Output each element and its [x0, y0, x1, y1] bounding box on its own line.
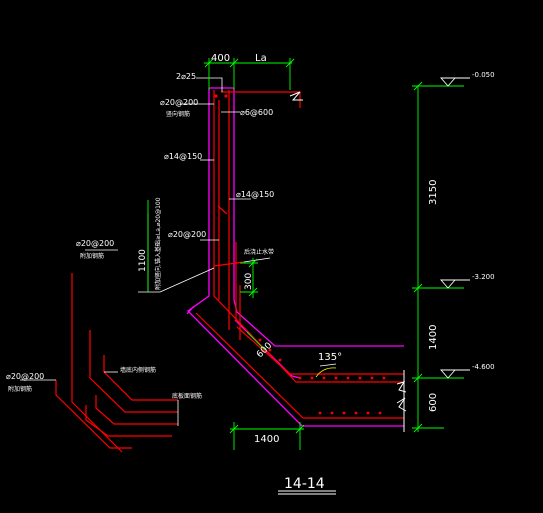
title-underline — [278, 490, 336, 495]
elevation-markers — [440, 77, 470, 379]
chamfer-edge — [186, 305, 195, 315]
label-d20-200-top: ⌀20@200 — [160, 98, 198, 107]
side-detail-bar-5 — [95, 395, 178, 425]
leader-2d25 — [196, 77, 223, 92]
rebar-lines — [55, 90, 404, 453]
dim-600-right: 600 — [428, 393, 439, 412]
label-d6-600: ⌀6@600 — [240, 108, 273, 117]
dim-1400-bottom: 1400 — [254, 434, 279, 445]
bend-mark — [217, 205, 228, 215]
label-d20-top-note: 竖向钢筋 — [166, 110, 190, 118]
dim-1100: 1100 — [138, 249, 148, 272]
angle-label: 135° — [318, 352, 342, 363]
label-d14-150-left: ⌀14@150 — [164, 152, 202, 161]
label-d20-side-note: 附加钢筋 — [80, 252, 104, 260]
side-detail-bar-4 — [103, 355, 178, 401]
texts: 400 La 2⌀25 ⌀20@200 竖向钢筋 ⌀6@600 ⌀14@150 … — [6, 53, 495, 492]
inner-return-rebar — [236, 326, 404, 375]
label-d20-200-side: ⌀20@200 — [76, 239, 114, 248]
side-detail-bar-3 — [89, 330, 178, 413]
dim-1400-right: 1400 — [428, 325, 439, 350]
rebar-dots — [214, 94, 386, 415]
leaders — [20, 77, 337, 426]
label-slab: 后浇止水带 — [244, 248, 274, 256]
drawing-title: 14-14 — [284, 476, 325, 492]
leader-slab — [243, 257, 271, 263]
angle-arc-leader — [319, 363, 337, 367]
dim-3150: 3150 — [428, 180, 439, 205]
slab-leader-line — [213, 261, 245, 267]
dim-top-left: 400 — [211, 53, 230, 64]
label-2d25: 2⌀25 — [176, 72, 196, 81]
label-d14-150-right: ⌀14@150 — [236, 190, 274, 199]
angle-arc — [315, 367, 337, 378]
elevation-mid: -3.200 — [472, 273, 495, 281]
elevation-top: -0.050 — [472, 71, 495, 79]
break-markers — [289, 91, 407, 432]
side-detail-bar-6 — [85, 405, 172, 437]
side-detail-bar-2 — [55, 380, 132, 449]
label-inner-bar: 墙底内侧钢筋 — [120, 366, 156, 374]
dim-top-right: La — [255, 53, 267, 64]
label-outer-bar: 底板面钢筋 — [172, 392, 202, 400]
label-vertical-callout: 附加竖向,锚入基础≥La,⌀20@100 — [154, 197, 162, 290]
label-d20-bottom-note: 附加钢筋 — [8, 385, 32, 393]
label-d20-200-bottom: ⌀20@200 — [6, 372, 44, 381]
side-detail-bar-1 — [71, 273, 123, 453]
elevation-bottom: -4.600 — [472, 363, 495, 371]
dimension-lines — [147, 58, 464, 450]
top-hook-rebar — [221, 91, 301, 108]
label-d20-200-mid: ⌀20@200 — [168, 230, 206, 239]
dim-300: 300 — [244, 273, 254, 290]
vertical-callout — [138, 213, 215, 293]
wall-inner-outline — [233, 88, 404, 347]
bottom-outer-rebar — [195, 312, 404, 419]
wall-outer-outline — [187, 88, 404, 427]
outer-rebar — [213, 90, 404, 383]
